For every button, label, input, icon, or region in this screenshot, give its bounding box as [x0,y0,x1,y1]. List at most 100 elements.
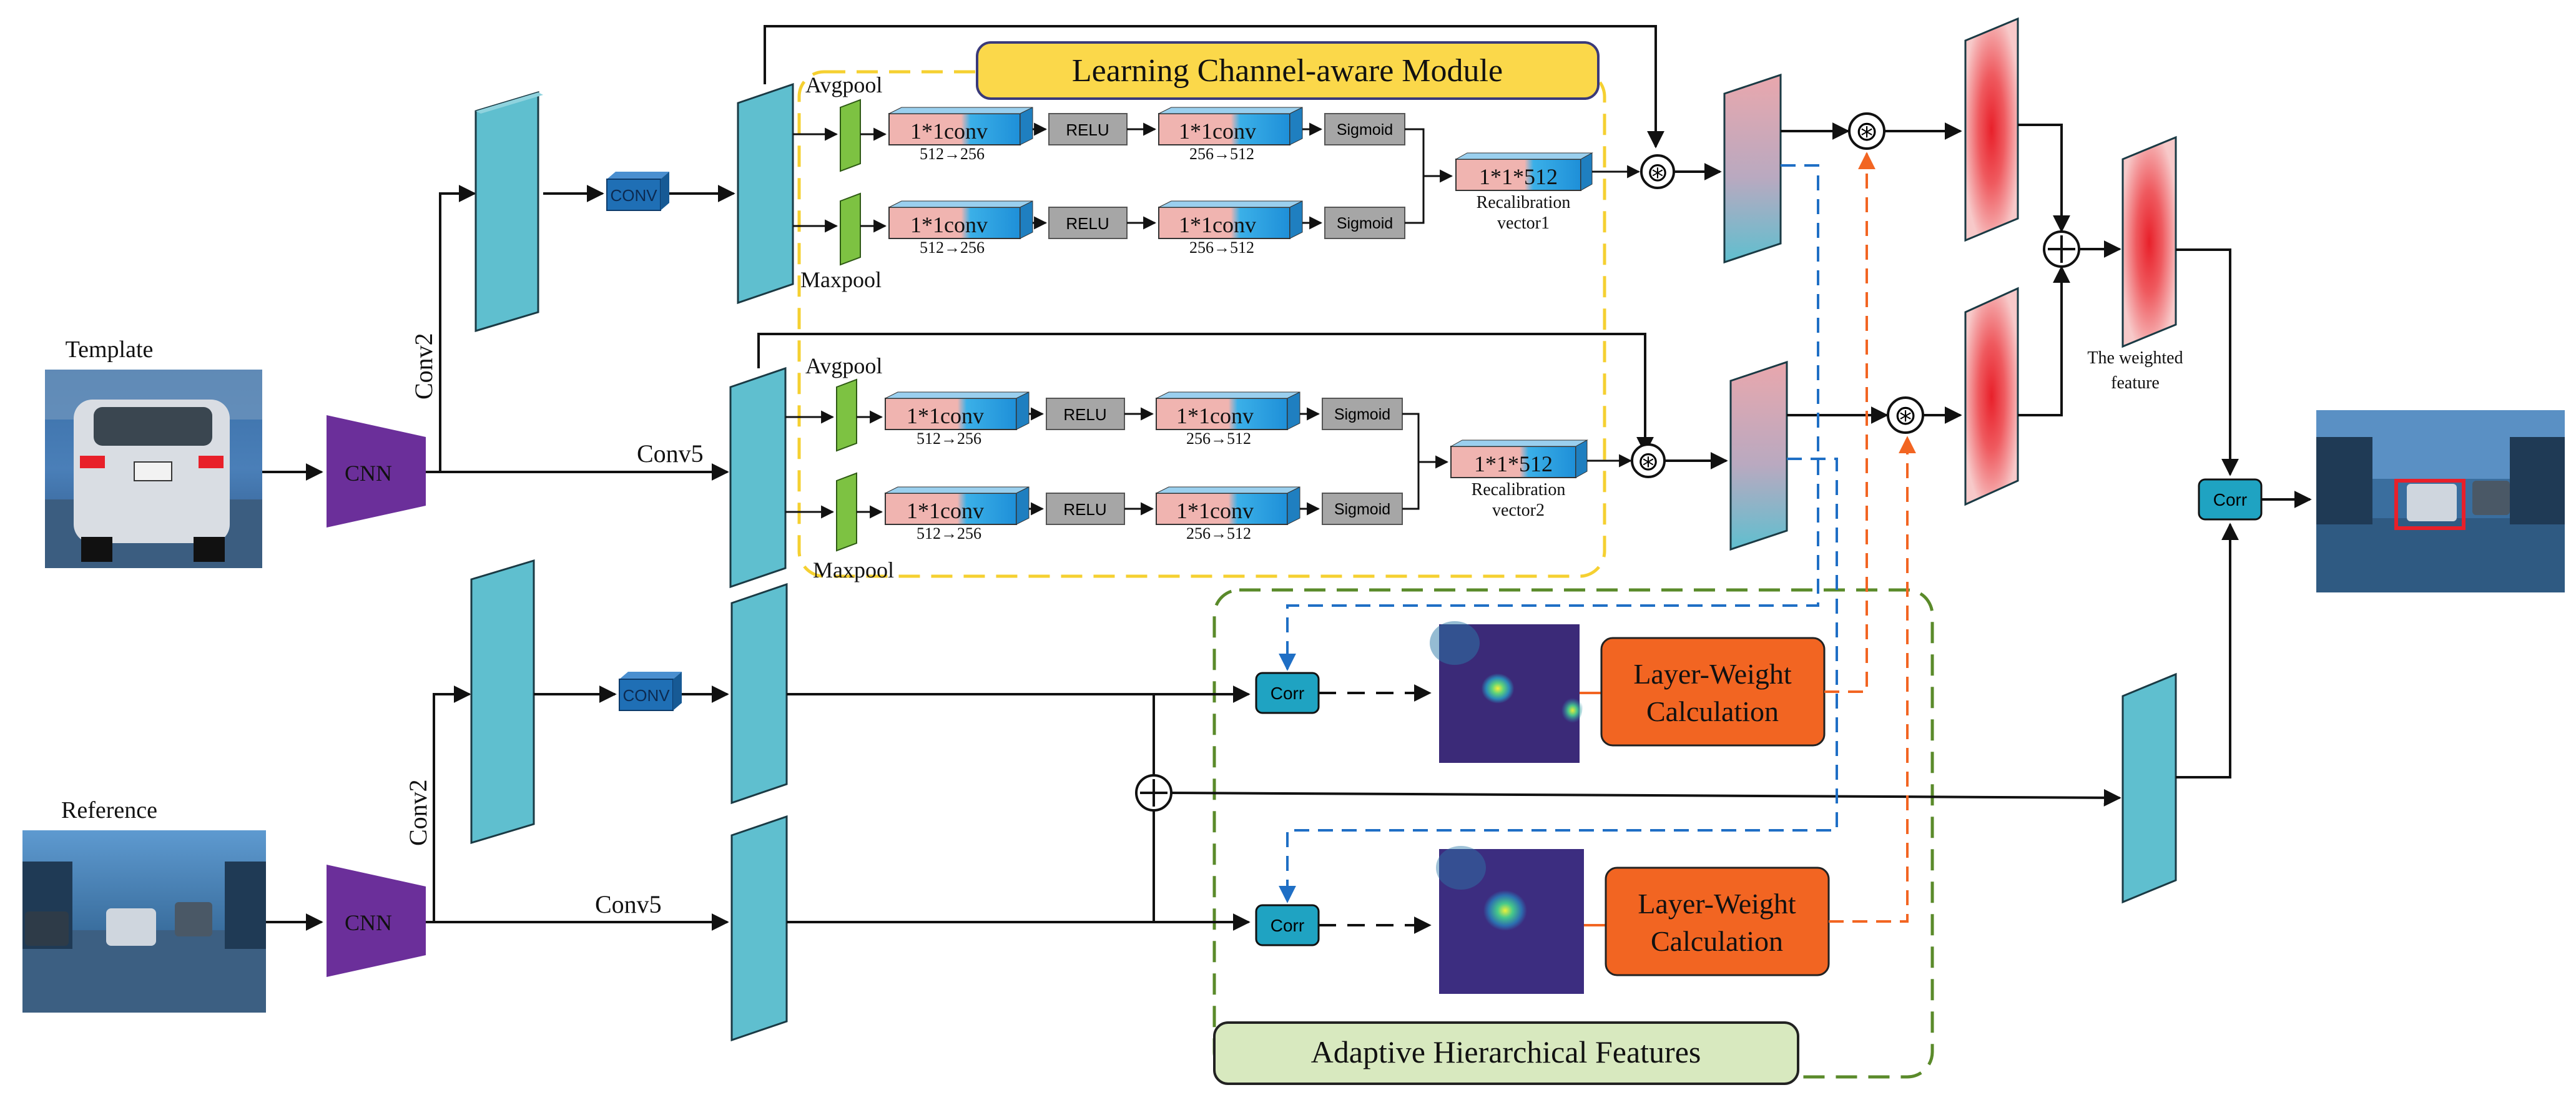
svg-text:RELU: RELU [1066,120,1109,139]
reference-image [22,830,266,1013]
svg-text:1*1conv: 1*1conv [907,403,984,428]
svg-text:1*1conv: 1*1conv [1176,403,1254,428]
svg-text:CNN: CNN [345,910,392,935]
svg-text:1*1conv: 1*1conv [907,498,984,523]
lower-branch: Avgpool Maxpool 1*1conv 512→256 RELU 1*1… [785,353,1633,582]
svg-text:RELU: RELU [1063,405,1106,424]
svg-text:CONV: CONV [610,186,657,205]
maxpool-label-1: Maxpool [800,267,882,292]
template-conv2-feature [474,91,543,333]
template-image [45,370,262,568]
svg-text:⊛: ⊛ [1646,157,1668,187]
recalibrated-feature-2 [1729,360,1788,551]
conv-op-circle-2: ⊛ [1631,443,1666,478]
svg-text:CNN: CNN [345,461,392,486]
svg-text:RELU: RELU [1063,500,1106,519]
svg-text:512→256: 512→256 [920,145,985,163]
response-map-2 [1436,846,1584,994]
sigmoid-a [1324,113,1405,145]
final-weighted-feature [2121,135,2177,348]
maxpool-label-2: Maxpool [813,557,894,582]
hierarchical-title: Adaptive Hierarchical Features [1213,1021,1799,1085]
avgpool-block-1 [840,99,861,172]
template-label: Template [66,336,154,363]
recal-vector-1 [1455,159,1581,191]
svg-text:1*1conv: 1*1conv [910,119,988,144]
svg-text:1*1conv: 1*1conv [1179,212,1256,237]
svg-text:256→512: 256→512 [1189,145,1254,163]
svg-text:256→512: 256→512 [1186,524,1251,543]
svg-text:Recalibration: Recalibration [1477,193,1571,212]
svg-text:vector2: vector2 [1492,501,1545,520]
cnn-template: CNN [327,415,426,528]
weighted-feature-1 [1964,17,2019,242]
relu-a1 [1048,113,1128,145]
relu-m1 [1048,207,1128,239]
reference-conv5-label: Conv5 [595,890,662,918]
weight-op-circle-1: ⊛ [1848,112,1885,150]
svg-text:⊛: ⊛ [1856,116,1879,147]
orange-dash-1 [1824,152,1875,693]
layer-weight-box-2: Layer-Weight Calculation [1605,867,1830,976]
sigmoid-m [1324,207,1405,239]
template-conv5-skip [757,333,1654,454]
template-conv2-feature-b [737,82,794,305]
svg-text:512→256: 512→256 [917,430,981,448]
svg-text:Recalibration: Recalibration [1472,480,1566,499]
svg-text:Sigmoid: Sigmoid [1334,501,1390,518]
avgpool-block-2 [836,378,857,452]
corr-box-2: Corr [1255,904,1320,946]
reference-conv2-feature [470,559,535,845]
template-conv2-skip [764,25,1664,149]
upper-branch: Avgpool Maxpool 1*1conv 512→256 RELU 1*1… [793,72,1641,292]
blue-dash-2 [1279,458,1838,903]
conv-op-circle-1: ⊛ [1640,154,1675,189]
hierarchical-module-border [1212,588,1934,1079]
orange-dash-2 [1829,436,1916,923]
avgpool-label-1: Avgpool [805,72,882,97]
svg-text:vector1: vector1 [1497,214,1550,233]
fused-reference-feature [2121,672,2177,904]
template-conv5-label: Conv5 [637,440,704,468]
svg-text:⊛: ⊛ [1637,446,1659,476]
svg-text:Sigmoid: Sigmoid [1337,121,1393,139]
svg-text:RELU: RELU [1066,214,1109,233]
sum-circle-top [2043,230,2080,268]
svg-text:Layer-Weight: Layer-Weight [1638,888,1796,920]
reference-conv5-feature [730,815,788,1042]
svg-text:Corr: Corr [1271,684,1304,703]
corr-box-1: Corr [1255,672,1320,714]
maxpool-block-2 [836,472,857,552]
svg-text:⊛: ⊛ [1894,400,1917,431]
svg-text:1*1conv: 1*1conv [910,212,988,237]
svg-text:Sigmoid: Sigmoid [1334,406,1390,423]
weighted-feature-label-2: feature [2111,373,2160,393]
sum-circle-bottom [1135,774,1172,812]
template-conv5-feature [729,366,787,589]
avgpool-label-2: Avgpool [805,353,882,378]
reference-label: Reference [61,797,157,823]
reference-conv-block: CONV [619,672,682,711]
svg-text:1*1conv: 1*1conv [1176,498,1254,523]
reference-conv2-path [426,685,471,923]
svg-text:Corr: Corr [1271,916,1304,935]
weight-op-circle-2: ⊛ [1887,396,1924,434]
svg-text:Learning Channel-aware Module: Learning Channel-aware Module [1072,53,1503,89]
reference-conv2-label: Conv2 [404,779,432,846]
svg-text:512→256: 512→256 [917,524,981,543]
weighted-feature-label-1: The weighted [2087,348,2183,368]
svg-text:512→256: 512→256 [920,238,985,257]
layer-weight-box-1: Layer-Weight Calculation [1600,637,1826,747]
cnn-reference: CNN [327,865,426,977]
reference-conv2-feature-b [730,582,788,805]
weighted-feature-2 [1964,287,2019,506]
template-conv2-label: Conv2 [410,333,438,400]
svg-text:Calculation: Calculation [1651,925,1783,957]
recalibrated-feature-1 [1723,73,1782,264]
svg-text:256→512: 256→512 [1189,238,1254,257]
svg-text:1*1*512: 1*1*512 [1474,451,1553,476]
svg-text:Calculation: Calculation [1646,695,1779,727]
blue-dash-1 [1279,164,1819,671]
svg-text:CONV: CONV [622,686,670,705]
output-image [2316,410,2565,592]
